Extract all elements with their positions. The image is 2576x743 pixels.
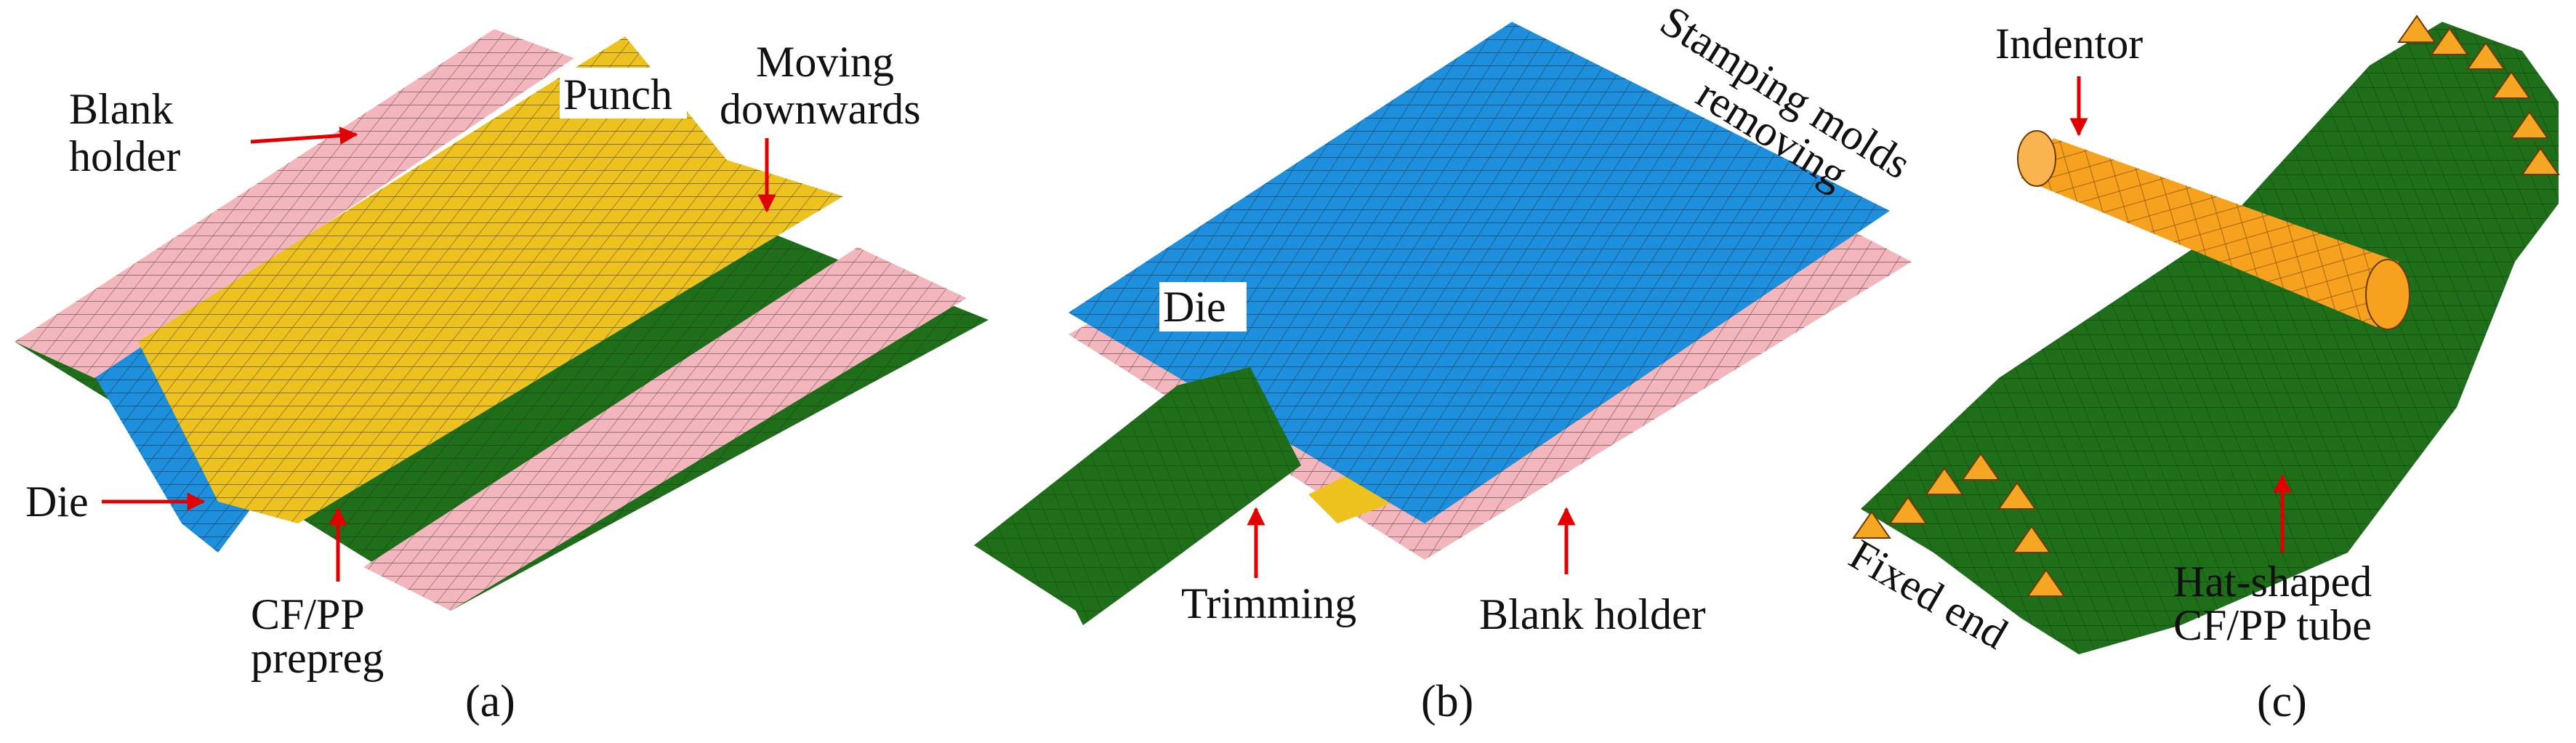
- constraint-icon: [2012, 525, 2051, 553]
- label-die-a: Die: [25, 478, 89, 526]
- label-moving-line1: Moving: [756, 38, 894, 86]
- label-blank-holder-b: Blank holder: [1479, 590, 1706, 638]
- label-die-b: Die: [1163, 283, 1226, 331]
- label-blank-holder-line1: Blank: [69, 85, 173, 133]
- panel-a: Blank holder Punch Moving downwards Die …: [15, 29, 989, 726]
- constraint-icon: [2430, 27, 2469, 55]
- blank-holder-left-mesh: [15, 29, 574, 378]
- indentor-end-left: [2017, 130, 2056, 187]
- label-moving-line2: downwards: [720, 85, 921, 133]
- arrow-blank-holder: [250, 126, 358, 145]
- constraint-icon: [2397, 15, 2436, 43]
- blank-holder-right-mesh: [363, 247, 967, 611]
- constraint-icon: [2521, 147, 2560, 175]
- constraint-icon: [2492, 71, 2531, 99]
- hat-tube-mesh: [1861, 22, 2559, 654]
- label-indentor: Indentor: [1995, 20, 2143, 68]
- constraint-icon: [1925, 467, 1964, 495]
- constraint-icon: [1888, 496, 1928, 524]
- label-trimming: Trimming: [1181, 579, 1356, 627]
- label-blank-holder-line2: holder: [69, 132, 180, 180]
- constraint-icon: [1852, 510, 1891, 539]
- constraint-icon: [2026, 569, 2066, 597]
- label-prepreg-line2: prepreg: [251, 634, 384, 682]
- label-tube-line2: CF/PP tube: [2173, 601, 2372, 649]
- panel-c: Indentor Fixed end Hat-shaped CF/PP tube…: [1842, 15, 2560, 726]
- constraints-bottom: [1852, 452, 2066, 597]
- label-prepreg-line1: CF/PP: [251, 590, 365, 638]
- constraints-top: [2397, 15, 2560, 175]
- indentor-end-right: [2365, 259, 2410, 330]
- label-punch-bg: [560, 68, 687, 119]
- constraint-icon: [1961, 452, 2000, 481]
- caption-b: (b): [1421, 677, 1473, 726]
- trimmed-part-mesh: [974, 367, 1301, 625]
- panel-b: Stamping molds removing Die Trimming Bla…: [974, 0, 1919, 726]
- label-tube-line1: Hat-shaped: [2173, 558, 2372, 606]
- constraint-icon: [2510, 111, 2549, 139]
- caption-a: (a): [465, 677, 515, 726]
- constraint-icon: [1997, 481, 2037, 510]
- label-die-b-bg: [1159, 282, 1247, 332]
- die-b-mesh: [1068, 22, 1890, 523]
- indentor-mesh: [2021, 138, 2399, 327]
- label-punch: Punch: [563, 71, 672, 119]
- caption-c: (c): [2257, 677, 2307, 726]
- constraint-icon: [2466, 41, 2505, 70]
- punch-part-mesh: [138, 36, 843, 523]
